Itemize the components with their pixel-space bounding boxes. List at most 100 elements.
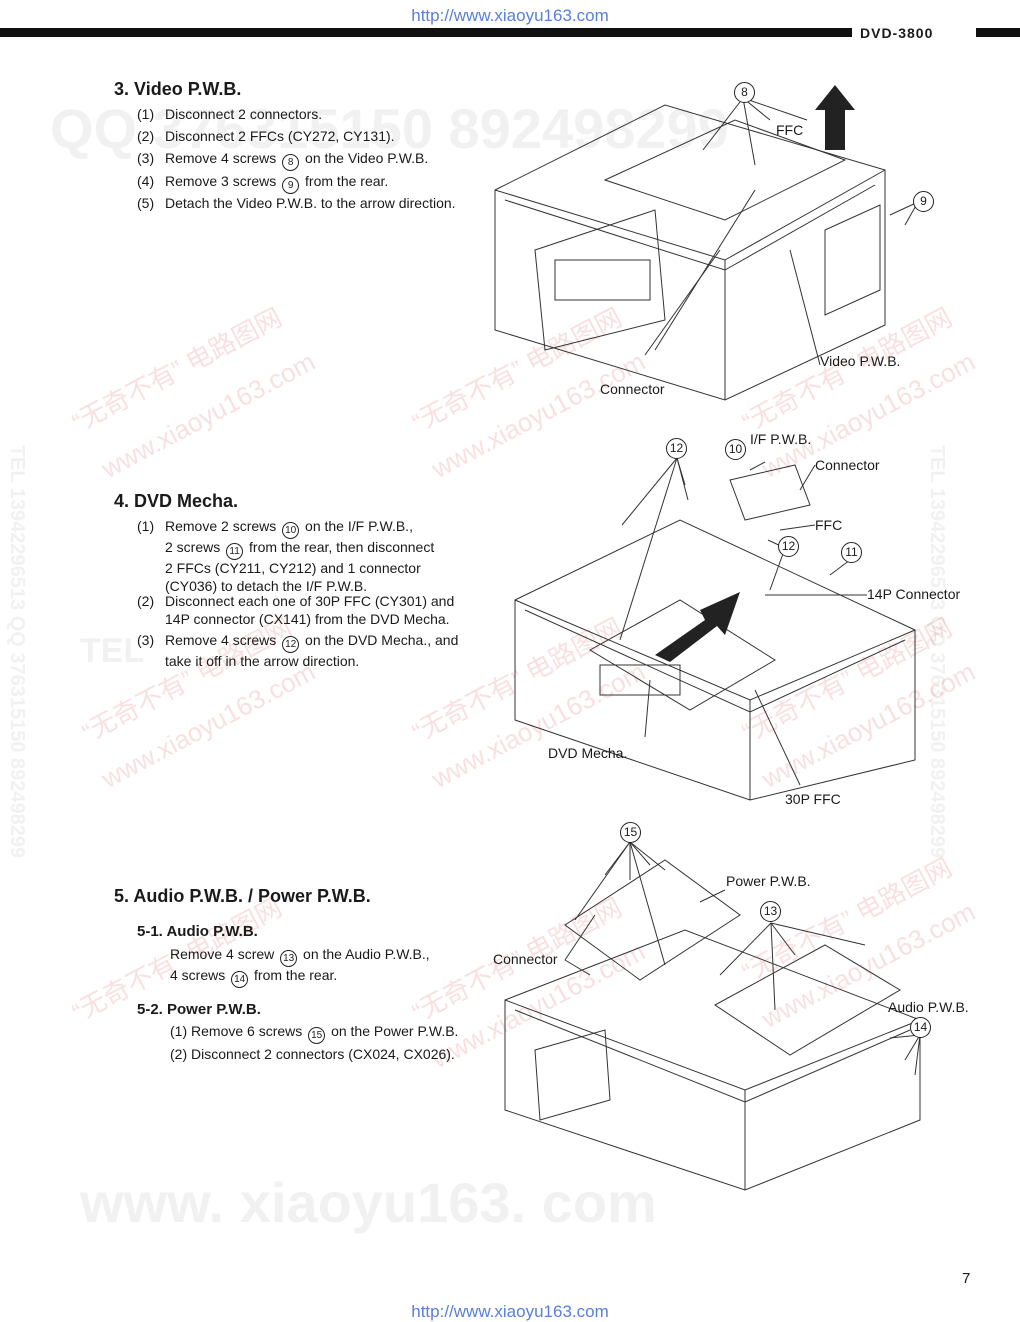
screw-lead [771,923,795,955]
section3-step-2: (2)Disconnect 2 FFCs (CY272, CY131). [137,128,395,146]
step-text: Disconnect 2 connectors (CX024, CX026). [191,1046,455,1062]
tray-slot [555,260,650,300]
screw-ref-15: 15 [308,1027,326,1044]
step-text: Remove 4 screw [170,946,275,962]
step-text: Disconnect 2 FFCs (CY272, CY131). [165,128,395,144]
step-number: (4) [137,173,155,189]
screw-lead [630,842,665,965]
step-text: on the Video P.W.B. [305,150,429,166]
step-text: Remove 4 screws [165,150,277,166]
figure-audio-power-pwb [495,820,935,1200]
step-text: Disconnect each one of 30P FFC (CY301) a… [165,593,455,609]
section3-step-4: (4)Remove 3 screws 9 from the rear. [137,173,388,194]
step-text: Disconnect 2 connectors. [165,106,323,122]
step-text: (CY036) to detach the I/F P.W.B. [165,577,368,594]
section5-2-step-2: (2) Disconnect 2 connectors (CX024, CX02… [170,1046,455,1064]
label-ffc: FFC [776,122,804,138]
label-dvd-mecha: DVD Mecha. [548,745,628,761]
screw-lead [905,1035,920,1060]
screw-lead [622,458,677,525]
section3-title: 3. Video P.W.B. [114,79,242,99]
step-number: (1) [137,106,155,122]
audio-pwb-board [715,945,900,1055]
screw-ref-13: 13 [280,950,298,967]
step-text: on the Audio P.W.B., [303,946,430,962]
header-url-top[interactable]: http://www.xiaoyu163.com [411,6,609,25]
connector-lead [565,960,590,975]
screw-lead [915,1035,920,1075]
screw-ref-8: 8 [282,154,300,171]
rear-panel [825,205,880,315]
step-text: 2 FFCs (CY211, CY212) and 1 connector [165,560,421,576]
callout-8: 8 [734,82,755,103]
screw-ref-10: 10 [282,522,300,539]
screw-ref-9: 9 [282,177,300,194]
screw-lead [771,923,865,945]
dvd-mecha-block [590,600,775,710]
step-number: (3) [137,632,155,648]
step-text: Remove 3 screws [165,173,277,189]
callout-12: 12 [778,536,799,557]
label-connector: Connector [600,381,665,397]
chassis-outline [495,105,885,400]
header-rule [0,28,852,37]
screw-lead [630,842,665,870]
arrow-up-icon [815,85,855,150]
screw-lead [743,98,807,120]
watermark-qq: QQ 376315150 892498299 [50,97,729,160]
step-text: from the rear. [254,967,338,983]
label-connector: Connector [815,457,880,473]
screw-lead [575,842,630,920]
section5-title: 5. Audio P.W.B. / Power P.W.B. [114,886,371,906]
video-pwb-lead [790,250,820,365]
label-connector: Connector [493,951,558,967]
tray-slot [600,665,680,695]
page-number: 7 [962,1270,971,1287]
connector-lead [800,465,815,490]
watermark-side-left: TEL 13942296513 QQ 376315150 892498299 [6,444,29,859]
step-text: 4 screws [170,967,226,983]
callout-14: 14 [910,1017,931,1038]
label-video-pwb: Video P.W.B. [820,353,901,369]
connector-lead [655,190,755,350]
screw-lead [743,98,755,165]
callout-12: 12 [666,438,687,459]
arrow-diagonal-icon [655,592,740,662]
callout-15: 15 [620,822,641,843]
callout-13: 13 [760,901,781,922]
power-pwb-lead [700,890,725,902]
step-number: (5) [137,195,155,211]
footer-url-bottom[interactable]: http://www.xiaoyu163.com [411,1302,609,1321]
step-text: from the rear, then disconnect [249,539,435,555]
section3-step-3: (3) Remove 4 screws 8 on the Video P.W.B. [137,150,428,171]
section5-2-step-1: (1) Remove 6 screws 15 on the Power P.W.… [170,1023,458,1044]
step-text: Remove 4 screws [165,632,277,648]
chassis-outline [505,930,920,1190]
screw-lead [703,98,743,150]
screw-lead [630,842,650,865]
screw-ref-11: 11 [226,543,244,560]
watermark-tel: TEL [80,632,145,670]
callout-9: 9 [913,191,934,212]
section3-step-5: (5)Detach the Video P.W.B. to the arrow … [137,195,456,213]
chassis-rail [515,1010,910,1102]
step-text: 14P connector (CX141) from the DVD Mecha… [165,610,450,627]
screw-lead [677,458,688,500]
step-number: (3) [137,150,155,166]
chassis-rail [505,185,875,270]
screw-lead [605,842,630,875]
label-power-pwb: Power P.W.B. [726,873,811,889]
section5-1-title: 5-1. Audio P.W.B. [137,923,258,940]
callout-11: 11 [841,542,862,563]
figure-video-pwb [485,85,955,405]
section4-step-1: (1)Remove 2 screws 10 on the I/F P.W.B.,… [137,518,434,595]
screw-lead [830,560,850,575]
label-audio-pwb: Audio P.W.B. [888,999,969,1015]
label-14p-connector: 14P Connector [867,586,961,602]
power-pwb-board [565,860,740,980]
step-text: Remove 2 screws [165,518,277,534]
section4-title: 4. DVD Mecha. [114,491,239,511]
label-ffc: FFC [815,517,843,533]
section4-step-2: (2)Disconnect each one of 30P FFC (CY301… [137,593,454,628]
step-text: on the I/F P.W.B., [305,518,413,534]
